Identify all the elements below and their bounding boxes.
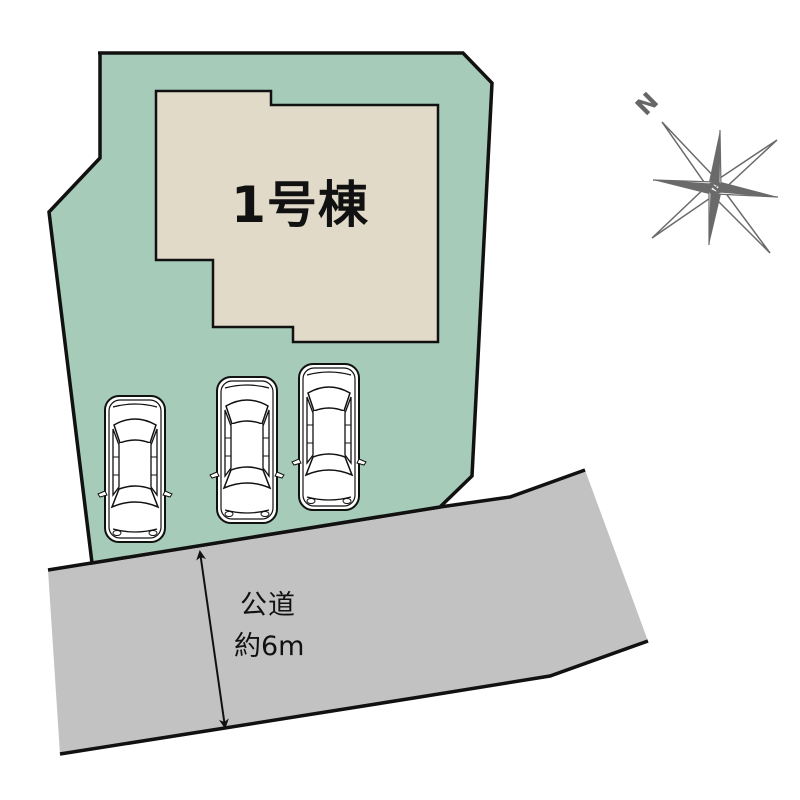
building-label: 1号棟 — [231, 176, 369, 234]
compass-rose-icon — [651, 121, 779, 254]
road-name-label: 公道 — [240, 590, 296, 621]
building-footprint — [154, 89, 440, 344]
road-bottom-edge — [59, 639, 649, 756]
road-width-label: 約6m — [234, 631, 305, 662]
road-width-dimension-arrow — [196, 550, 229, 729]
parking-car-1 — [97, 395, 173, 543]
parking-car-2 — [209, 376, 285, 524]
parking-car-3 — [291, 363, 367, 511]
